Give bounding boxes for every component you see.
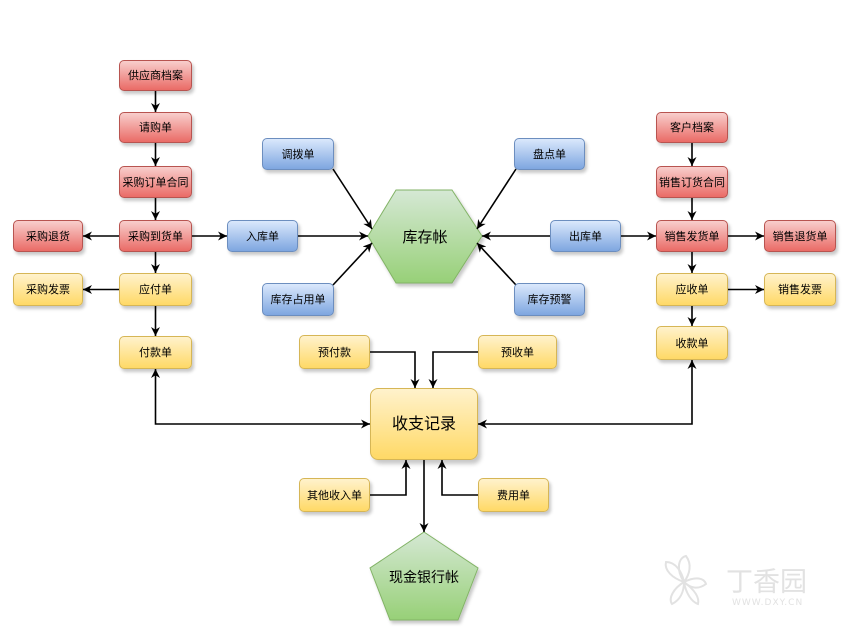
watermark-brand: 丁香园 (726, 567, 807, 598)
inventory-ledger-label: 库存帐 (402, 228, 448, 246)
purchase-return-node: 采购退货 (13, 220, 83, 252)
watermark-url: WWW.DXY.CN (732, 598, 804, 608)
arrow-reservation-to-ledger (332, 242, 373, 286)
stock-out-node: 出库单 (550, 220, 621, 252)
cash-bank-ledger-pentagon (369, 531, 479, 621)
arrow-stocktake-to-ledger (476, 168, 517, 230)
arrow-expense-to-journal (437, 460, 478, 496)
arrow-advance-to-journal (428, 351, 478, 388)
stock-reservation-node: 库存占用单 (262, 283, 334, 316)
transfer-node: 调拨单 (262, 138, 334, 170)
arrow-payment-cash-journal (151, 369, 370, 429)
arrow-transfer-to-ledger (332, 168, 373, 230)
dxy-logo-icon (664, 554, 708, 606)
cash-journal-node: 收支记录 (370, 388, 478, 460)
purchase-receipt-node: 采购到货单 (119, 220, 192, 252)
sales-return-node: 销售退货单 (764, 220, 836, 252)
other-income-node: 其他收入单 (299, 478, 370, 512)
arrow-receipt-cash-journal (478, 360, 697, 429)
purchase-invoice-node: 采购发票 (13, 273, 83, 306)
supplier-profile-node: 供应商档案 (119, 60, 192, 91)
purchase-request-node: 请购单 (119, 112, 192, 143)
stocktake-node: 盘点单 (514, 138, 585, 170)
payment-node: 付款单 (119, 336, 192, 369)
customer-profile-node: 客户档案 (656, 112, 728, 143)
expense-node: 费用单 (478, 478, 549, 512)
sales-order-contract-node: 销售订货合同 (656, 166, 728, 198)
payable-node: 应付单 (119, 273, 192, 306)
receivable-node: 应收单 (656, 273, 728, 306)
arrow-other-income-to-journal (370, 460, 411, 496)
stock-in-node: 入库单 (227, 220, 298, 252)
stock-alert-node: 库存预警 (514, 283, 585, 316)
sales-invoice-node: 销售发票 (764, 273, 836, 306)
sales-delivery-node: 销售发货单 (656, 220, 728, 252)
prepayment-node: 预付款 (299, 335, 370, 369)
arrow-alert-to-ledger (476, 242, 517, 286)
advance-receipt-node: 预收单 (478, 335, 557, 369)
purchase-order-contract-node: 采购订单合同 (119, 166, 192, 198)
receipt-node: 收款单 (656, 326, 728, 360)
arrow-prepayment-to-journal (370, 351, 420, 388)
cash-bank-ledger-label: 现金银行帐 (389, 570, 459, 586)
